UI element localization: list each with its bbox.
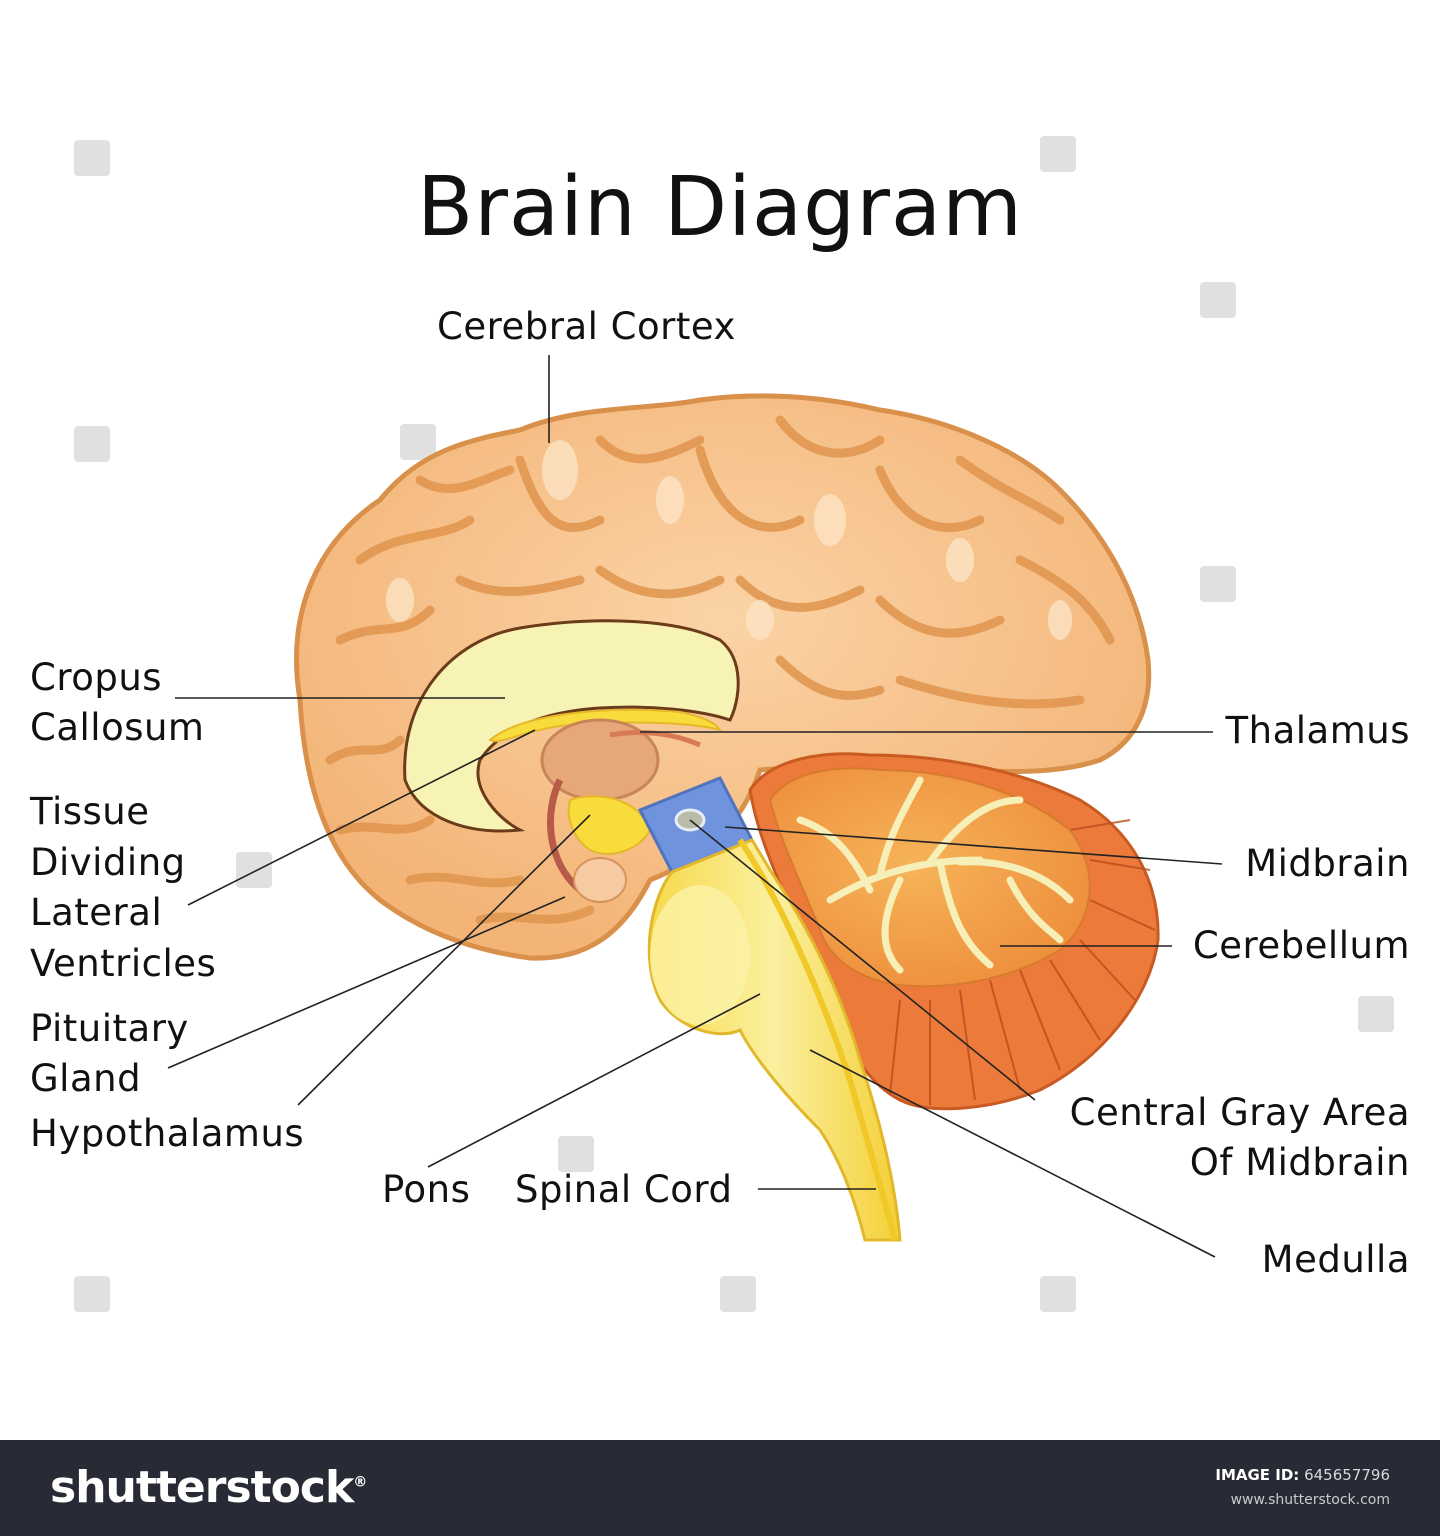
label-cropus-callosum-1: Cropus [30, 656, 163, 699]
label-pituitary-2: Gland [30, 1057, 142, 1100]
leader-pons [427, 993, 761, 1168]
cerebellum [748, 752, 1160, 1111]
watermark-tile [1358, 996, 1394, 1032]
watermark-tile [1040, 136, 1076, 172]
brand-name: shutterstock [50, 1462, 354, 1513]
label-thalamus: Thalamus [1225, 709, 1410, 752]
leader-hypothalamus [297, 814, 591, 1106]
footer-bar: shutterstock® IMAGE ID: 645657796 www.sh… [0, 1440, 1440, 1536]
brain-illustration [167, 355, 1223, 1258]
watermark-tile [74, 426, 110, 462]
pons [650, 885, 750, 1025]
leader-lines [167, 355, 1223, 1258]
label-midbrain: Midbrain [1245, 842, 1410, 885]
watermark-tile [1040, 1276, 1076, 1312]
website-link[interactable]: www.shutterstock.com [1230, 1492, 1390, 1508]
leader-pituitary [167, 896, 566, 1069]
leader-midbrain [724, 826, 1223, 865]
label-hypothalamus: Hypothalamus [30, 1112, 305, 1155]
diagram-title: Brain Diagram [416, 160, 1024, 255]
image-id-label: IMAGE ID: [1215, 1466, 1300, 1484]
fornix [547, 778, 583, 893]
watermark-tile [1200, 566, 1236, 602]
hypothalamus-region [567, 795, 652, 855]
label-central-gray-2: Of Midbrain [1189, 1141, 1410, 1184]
label-cerebral-cortex: Cerebral Cortex [437, 305, 736, 348]
pituitary-gland [573, 857, 627, 903]
leader-medulla [809, 1049, 1216, 1258]
watermark-tile [720, 1276, 756, 1312]
brand-logo[interactable]: shutterstock® [50, 1462, 367, 1513]
label-pituitary-1: Pituitary [30, 1007, 189, 1050]
leader-tissue-dividing [187, 729, 536, 906]
label-tissue-1: Tissue [30, 790, 150, 833]
diagram-canvas: Brain Diagram [30, 136, 1410, 1312]
leader-central-gray [689, 819, 1036, 1101]
label-medulla: Medulla [1261, 1238, 1410, 1281]
label-tissue-3: Lateral [30, 891, 163, 934]
label-central-gray-1: Central Gray Area [1069, 1091, 1410, 1134]
label-cerebellum: Cerebellum [1192, 924, 1410, 967]
registered-mark: ® [353, 1474, 367, 1491]
image-id: IMAGE ID: 645657796 [1215, 1466, 1390, 1484]
label-tissue-2: Dividing [30, 841, 186, 884]
corpus-callosum [403, 619, 740, 833]
label-pons: Pons [382, 1168, 471, 1211]
brainstem [647, 838, 902, 1242]
label-spinal-cord: Spinal Cord [515, 1168, 733, 1211]
watermark-tile [236, 852, 272, 888]
watermark-tile [1200, 282, 1236, 318]
watermark-tile [558, 1136, 594, 1172]
watermark-tile [74, 1276, 110, 1312]
label-tissue-4: Ventricles [30, 942, 217, 985]
watermark-tile [400, 424, 436, 460]
label-cropus-callosum-2: Callosum [30, 706, 205, 749]
image-id-value: 645657796 [1304, 1466, 1390, 1484]
watermark-tile [74, 140, 110, 176]
